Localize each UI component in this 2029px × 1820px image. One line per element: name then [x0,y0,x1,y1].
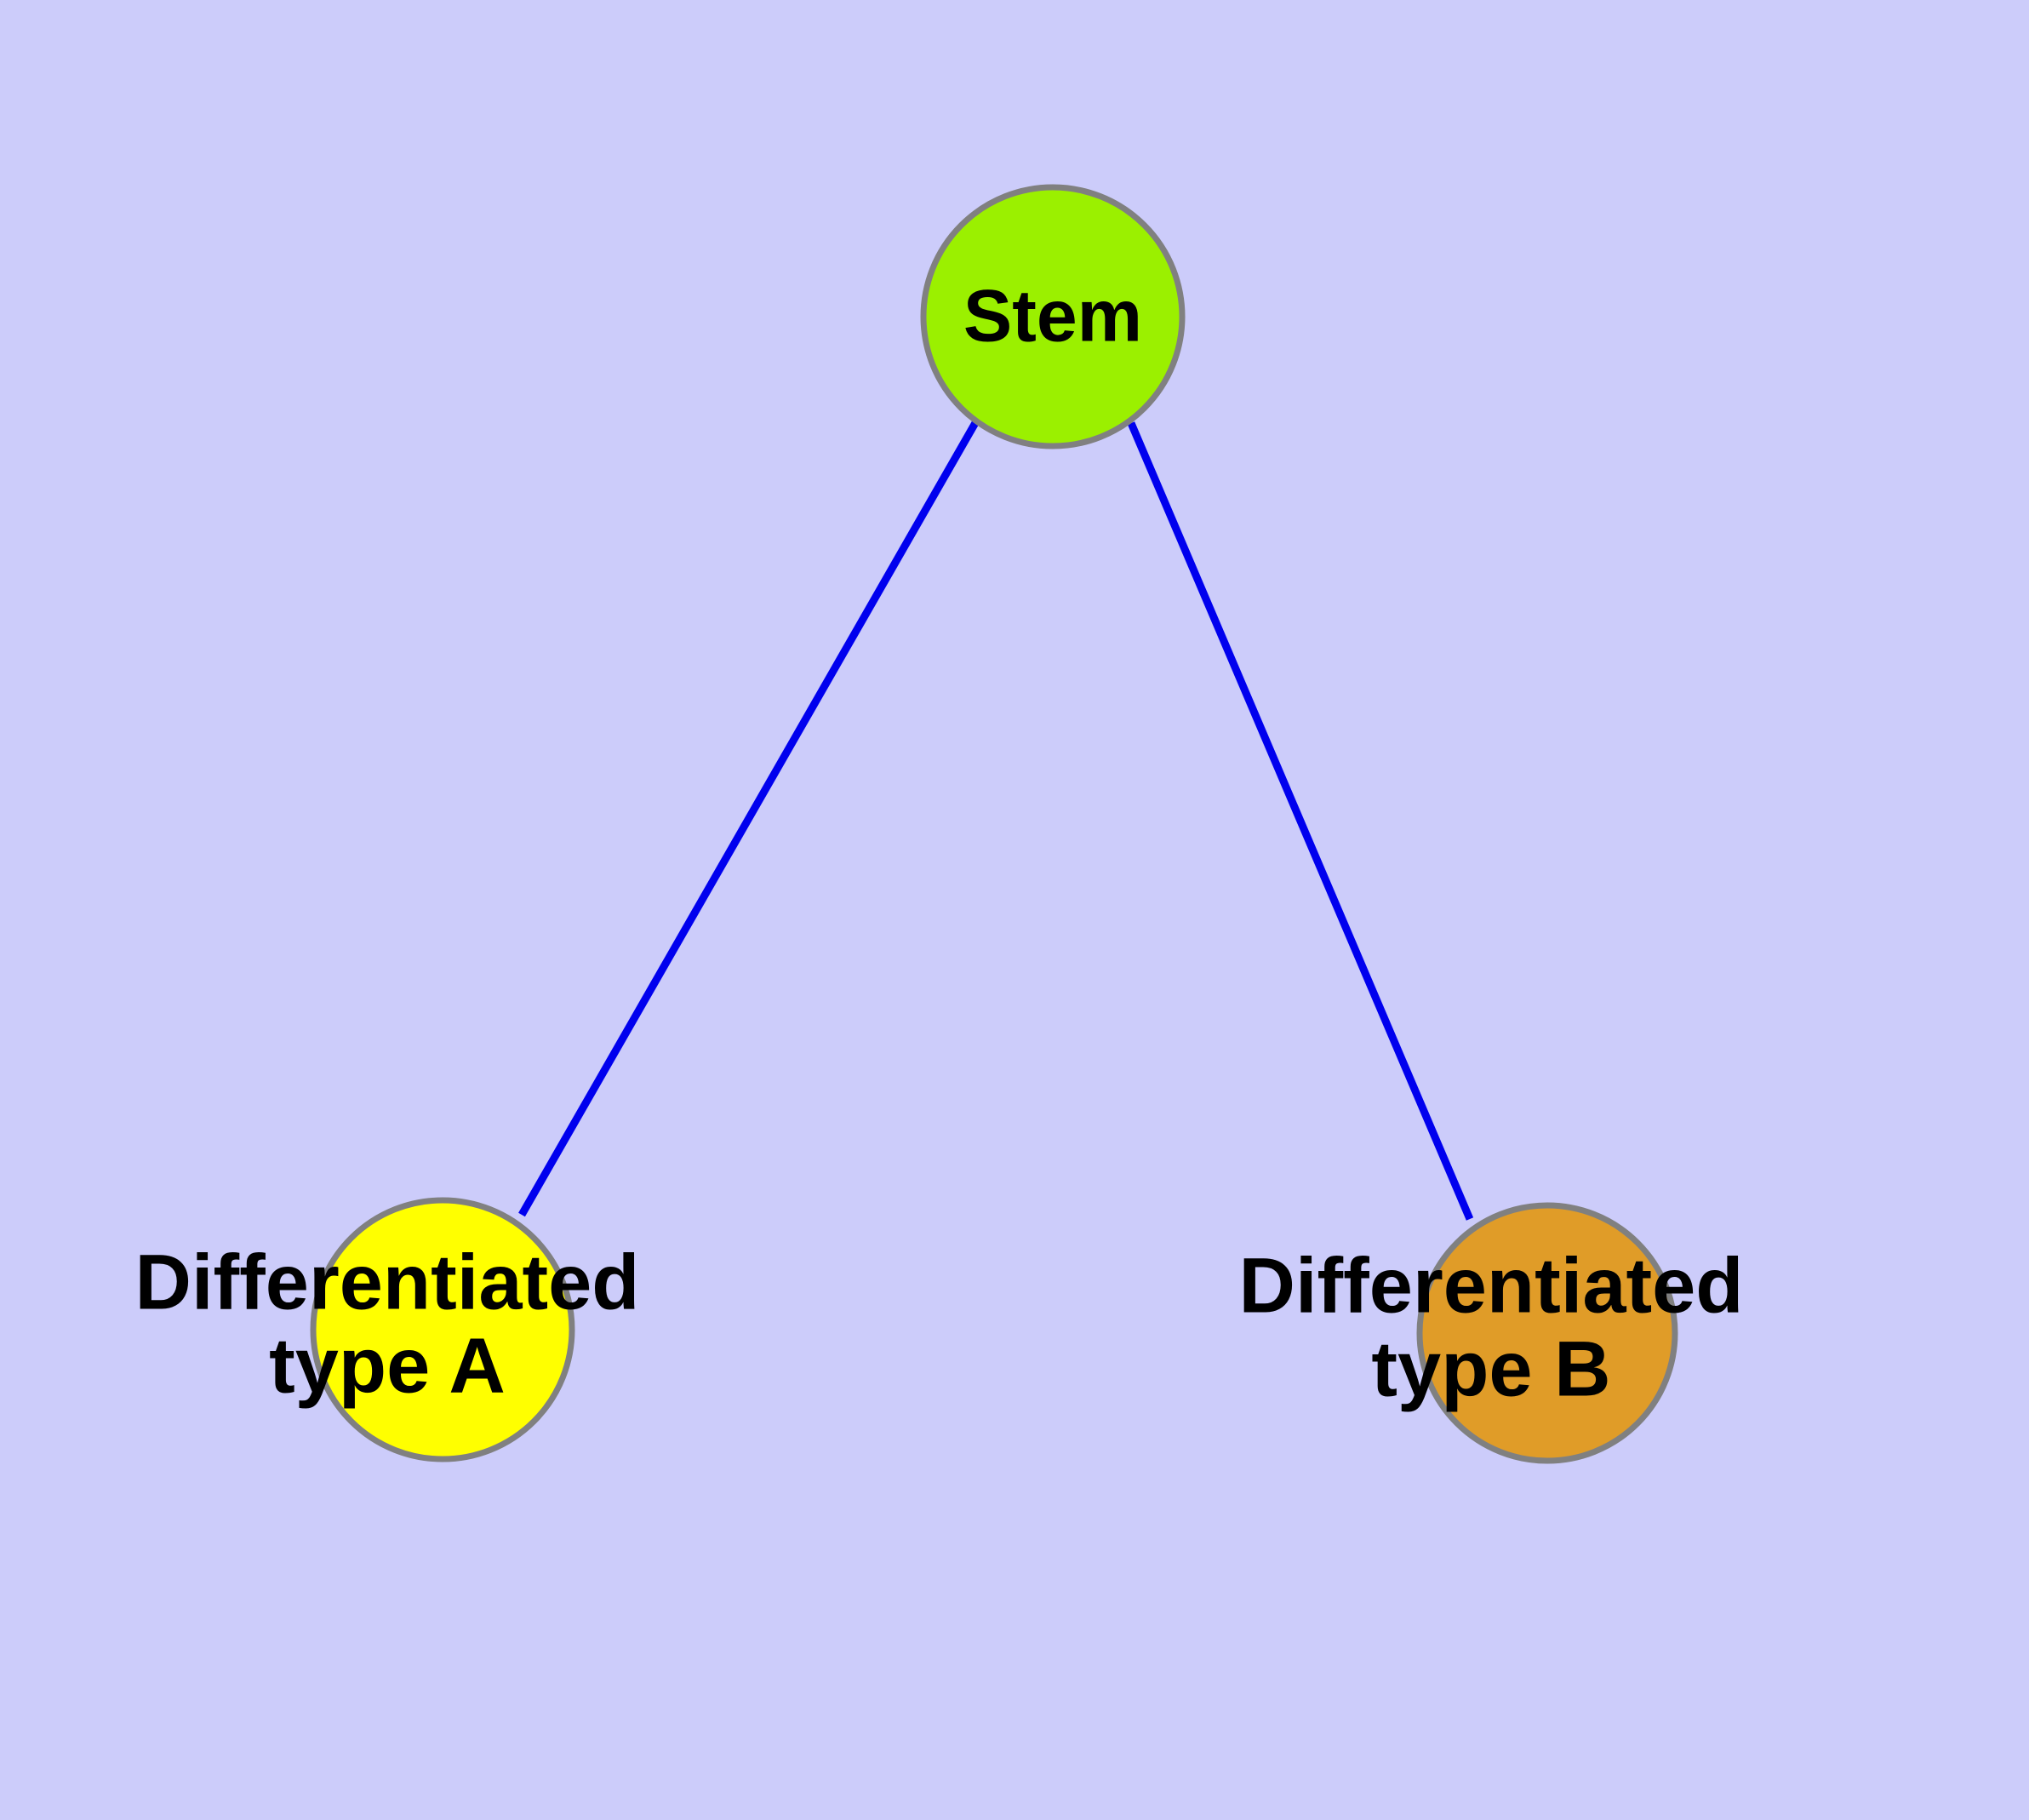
edge-stem-to-diff-b[interactable] [1127,421,1474,1221]
node-circle-diff-b[interactable] [1416,1202,1678,1464]
edge-stem-to-diff-a[interactable] [518,419,980,1217]
node-circle-diff-a[interactable] [310,1197,575,1462]
edge-layer [518,419,1474,1221]
node-layer [310,184,1678,1464]
node-circle-stem[interactable] [920,184,1186,449]
